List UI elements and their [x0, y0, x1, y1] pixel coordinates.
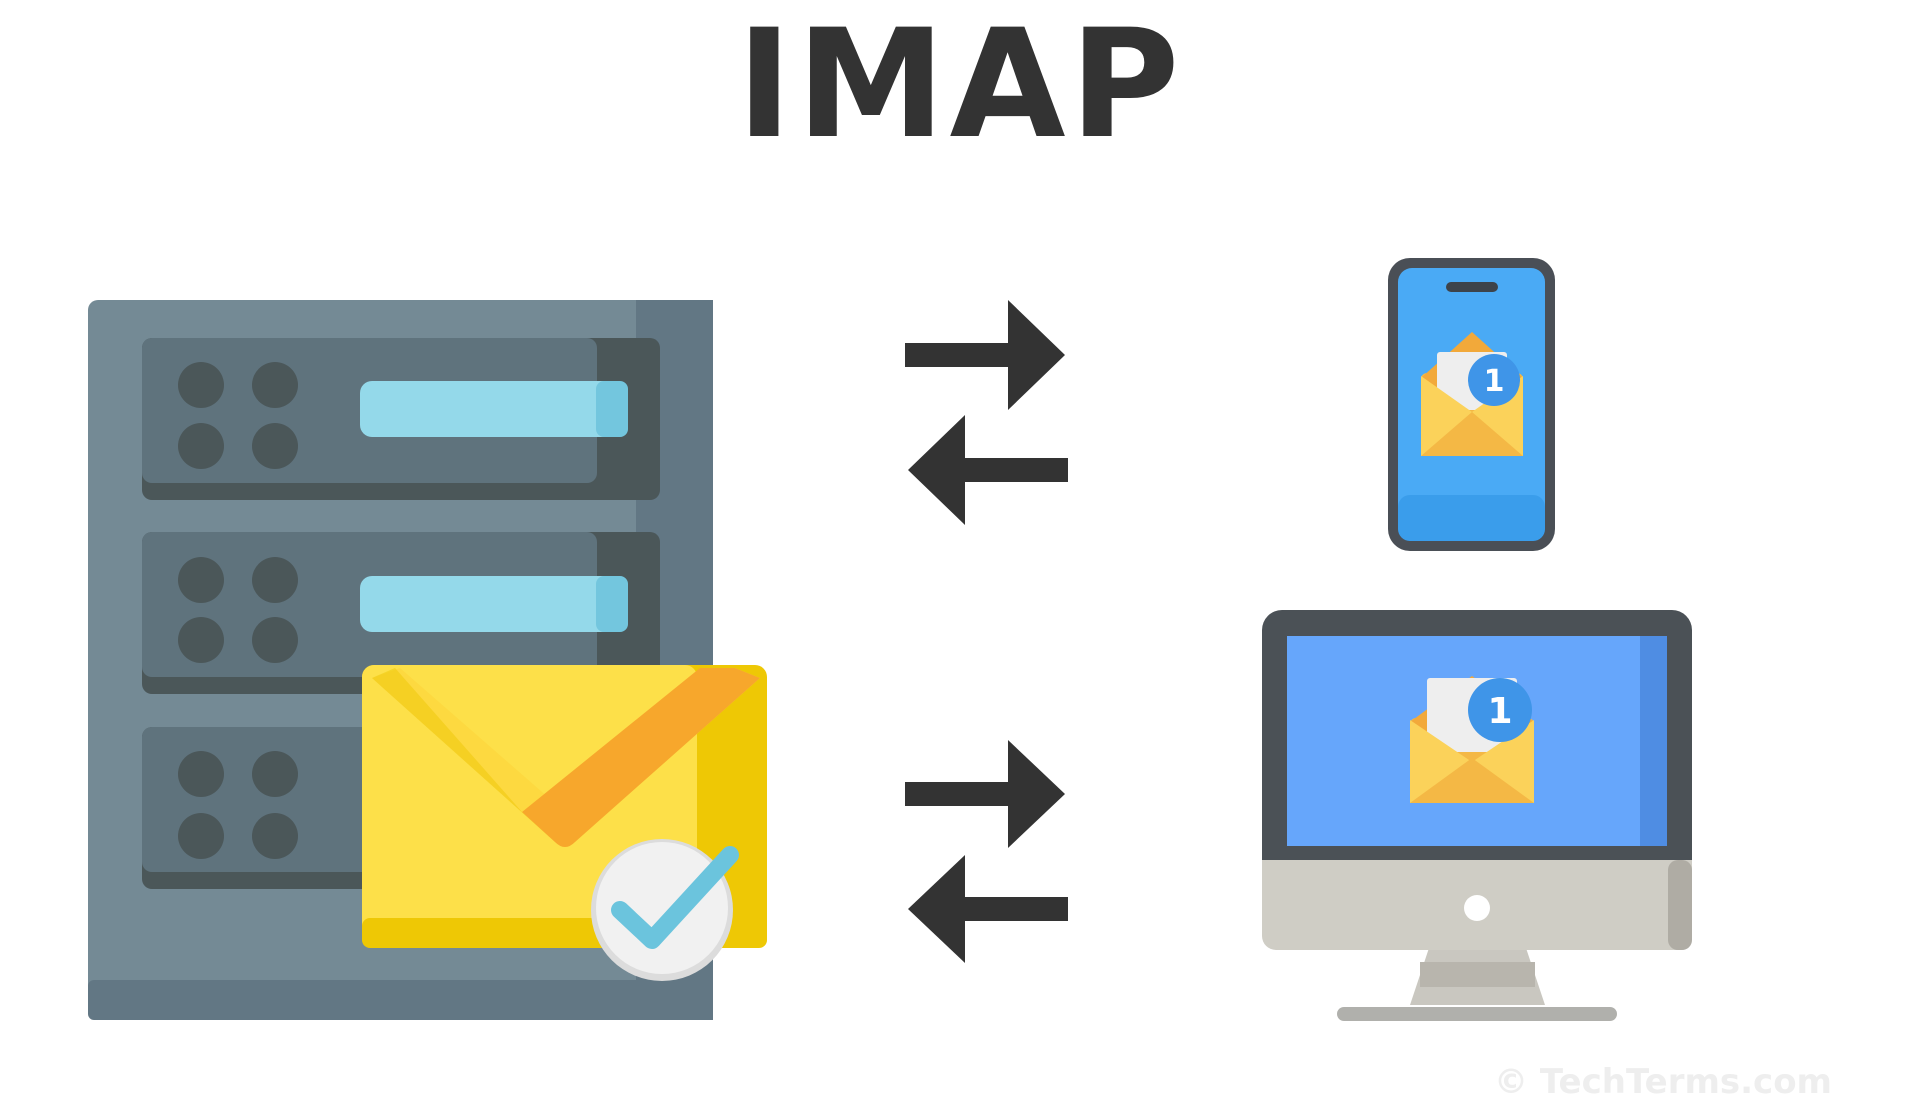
sync-arrows-top — [905, 300, 1068, 525]
arrow-right-icon — [905, 740, 1065, 848]
notification-badge: 1 — [1468, 354, 1520, 406]
notification-badge: 1 — [1468, 678, 1532, 742]
arrow-right-icon — [905, 300, 1065, 410]
watermark: © TechTerms.com — [1494, 1062, 1832, 1102]
server-drive-bay-1 — [142, 338, 660, 500]
phone-badge-count: 1 — [1484, 364, 1505, 399]
page-title: IMAP — [736, 0, 1184, 172]
server-drive-bay-2 — [142, 532, 660, 694]
arrow-left-icon — [908, 855, 1068, 963]
desktop-badge-count: 1 — [1487, 691, 1512, 732]
check-badge-icon — [591, 839, 739, 981]
smartphone-icon: 1 — [1388, 258, 1555, 551]
arrow-left-icon — [908, 415, 1068, 525]
envelope-check-icon — [362, 665, 767, 981]
sync-arrows-bottom — [905, 740, 1068, 963]
desktop-computer-icon: 1 — [1262, 610, 1692, 1021]
